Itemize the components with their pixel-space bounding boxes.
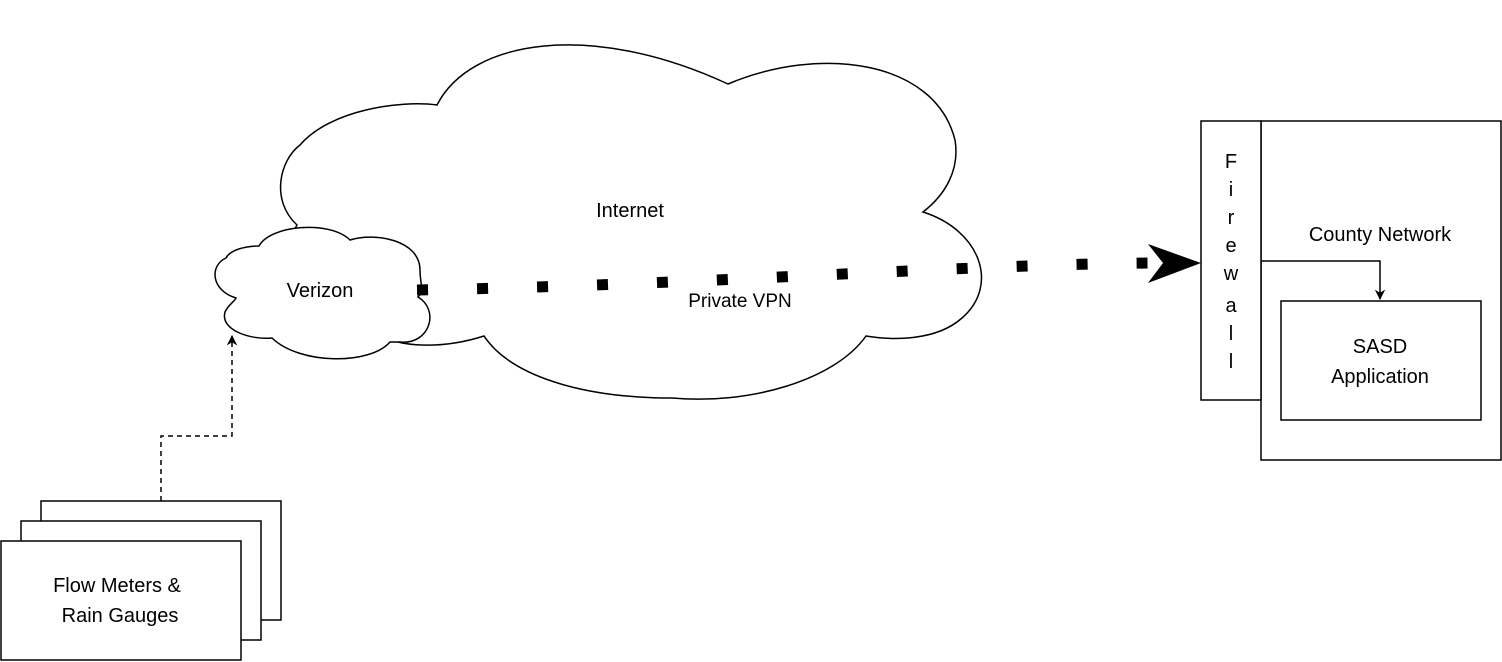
firewall-letter: l xyxy=(1229,323,1233,345)
firewall-letter: a xyxy=(1225,295,1237,317)
device-box-front xyxy=(0,540,242,661)
firewall-to-sasd-connector xyxy=(1261,260,1386,301)
firewall-letter: w xyxy=(1223,263,1239,285)
vpn-label: Private VPN xyxy=(688,291,791,312)
devices-label-line1: Flow Meters & xyxy=(53,575,181,597)
firewall-box xyxy=(1200,120,1262,401)
firewall-letter: r xyxy=(1228,207,1235,229)
internet-label: Internet xyxy=(596,200,664,222)
verizon-cloud xyxy=(214,226,431,360)
sasd-application-box xyxy=(1280,300,1482,421)
vpn-dotted-connector xyxy=(416,244,1201,296)
vpn-arrowhead xyxy=(1148,244,1201,283)
firewall-letter: e xyxy=(1225,235,1236,257)
sasd-label-line1: SASD xyxy=(1353,336,1407,358)
firewall-letter: F xyxy=(1225,151,1237,173)
firewall-letter: i xyxy=(1229,179,1233,201)
county-network-label: County Network xyxy=(1309,224,1452,246)
devices-stack xyxy=(0,500,282,661)
devices-to-verizon-connector xyxy=(160,334,238,501)
internet-cloud xyxy=(279,44,983,400)
devices-label-line2: Rain Gauges xyxy=(62,605,179,627)
firewall-letter: l xyxy=(1229,351,1233,373)
verizon-label: Verizon xyxy=(287,280,354,302)
firewall-label: F i r e w a l l xyxy=(1223,151,1239,373)
sasd-label-line2: Application xyxy=(1331,366,1429,388)
